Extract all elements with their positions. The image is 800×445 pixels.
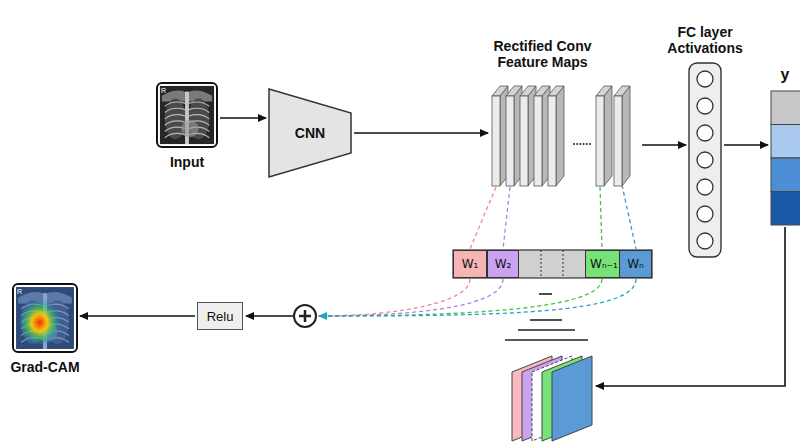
feature-maps	[490, 76, 640, 194]
fc-layer: FC layer Activations	[688, 62, 722, 258]
relu-box: Relu	[197, 302, 243, 330]
node-label: W₁	[462, 257, 479, 271]
gradient-symbol	[518, 329, 575, 331]
gradient-map	[552, 356, 592, 441]
image-marker: R	[161, 87, 166, 94]
sum-link	[318, 279, 602, 316]
gradient-symbol	[505, 339, 588, 341]
sum-link	[318, 279, 503, 316]
flow-arrow	[354, 132, 488, 134]
image-marker: R	[17, 288, 22, 295]
node-label: CNN	[295, 125, 325, 141]
weight-link	[470, 187, 496, 249]
node-heading: Grad-CAM	[0, 359, 106, 375]
flow-arrow	[724, 144, 768, 146]
node-label: Wₙ	[627, 257, 644, 271]
text-holder: W₁	[454, 251, 486, 277]
text-holder: Wₙ₋₁	[586, 251, 622, 277]
sum-link	[319, 279, 636, 316]
text-holder: CNN	[268, 88, 352, 178]
fc-layer	[688, 62, 722, 258]
flow-arrow	[642, 144, 686, 146]
gradient-symbol	[539, 293, 552, 295]
weight-cell: W₂	[487, 250, 519, 278]
weight-cell: Wₙ₋₁	[585, 250, 623, 278]
node-heading: FC layer Activations	[655, 24, 755, 56]
weight-link	[622, 185, 636, 249]
node-heading: Input	[128, 154, 246, 170]
gradient-symbol	[530, 319, 562, 321]
flow-arrow	[80, 315, 195, 317]
sum-symbol	[304, 310, 307, 322]
text-holder: W₂	[488, 251, 518, 277]
sum-link	[318, 279, 470, 316]
feature-maps: Rectified Conv Feature Maps	[490, 76, 640, 194]
cnn-block: CNN	[268, 88, 352, 178]
bar-divider	[563, 250, 564, 278]
arrow	[246, 315, 293, 317]
node-heading: Rectified Conv Feature Maps	[480, 38, 605, 70]
output-vector: y	[770, 90, 800, 226]
weight-link	[503, 187, 510, 249]
node-label: Relu	[207, 309, 234, 324]
weight-cell: W₁	[453, 250, 487, 278]
node-label: Wₙ₋₁	[590, 257, 618, 271]
weight-cell: Wₙ	[619, 250, 652, 278]
text-holder: Relu	[198, 303, 242, 329]
xray-image	[158, 84, 216, 146]
weight-bar	[453, 250, 652, 278]
text-holder: Wₙ	[620, 251, 651, 277]
node-label: W₂	[495, 257, 512, 271]
xray-image	[14, 285, 76, 351]
output-vector	[770, 90, 800, 226]
bar-divider	[541, 250, 542, 278]
sum-symbol	[294, 305, 316, 327]
weight-link	[600, 187, 602, 249]
node-heading: y	[770, 66, 800, 84]
flow-arrow	[220, 117, 266, 119]
